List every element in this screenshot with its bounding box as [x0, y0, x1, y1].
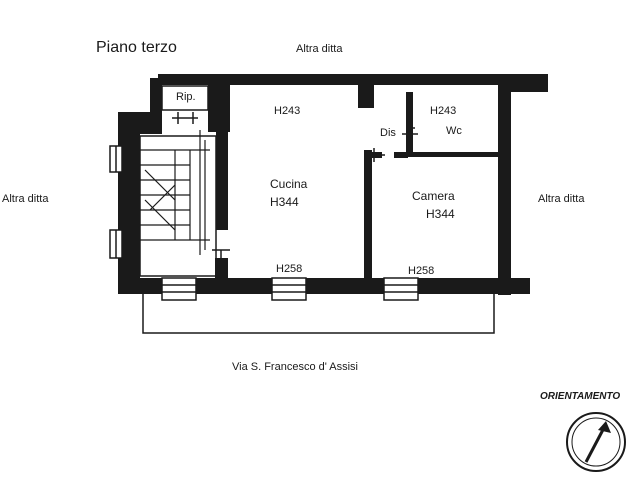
street-label: Via S. Francesco d' Assisi — [232, 361, 358, 373]
staircase — [140, 130, 210, 255]
camera-label: Camera — [412, 189, 455, 203]
outer-walls — [118, 74, 548, 295]
cucina-height-bottom: H258 — [276, 263, 302, 275]
interior-walls — [358, 80, 500, 278]
neighbor-right-label: Altra ditta — [538, 193, 585, 205]
camera-height-bottom: H258 — [408, 265, 434, 277]
camera-height-mid: H344 — [426, 207, 455, 221]
bottom-windows — [161, 277, 419, 301]
plan-title: Piano terzo — [96, 39, 177, 56]
left-windows — [109, 145, 123, 259]
frame-lines — [139, 85, 495, 334]
wc-label: Wc — [446, 125, 462, 137]
north-arrow-icon — [566, 412, 626, 472]
cucina-height-top: H243 — [274, 105, 300, 117]
neighbor-left-label: Altra ditta — [2, 193, 49, 205]
orientation-label: ORIENTAMENTO — [540, 391, 620, 402]
door-marks — [172, 112, 418, 266]
cucina-height-mid: H344 — [270, 195, 299, 209]
dis-label: Dis — [380, 127, 396, 139]
neighbor-top-label: Altra ditta — [296, 43, 343, 55]
rip-label: Rip. — [176, 91, 196, 103]
wc-height-label: H243 — [430, 105, 456, 117]
cucina-label: Cucina — [270, 177, 308, 191]
